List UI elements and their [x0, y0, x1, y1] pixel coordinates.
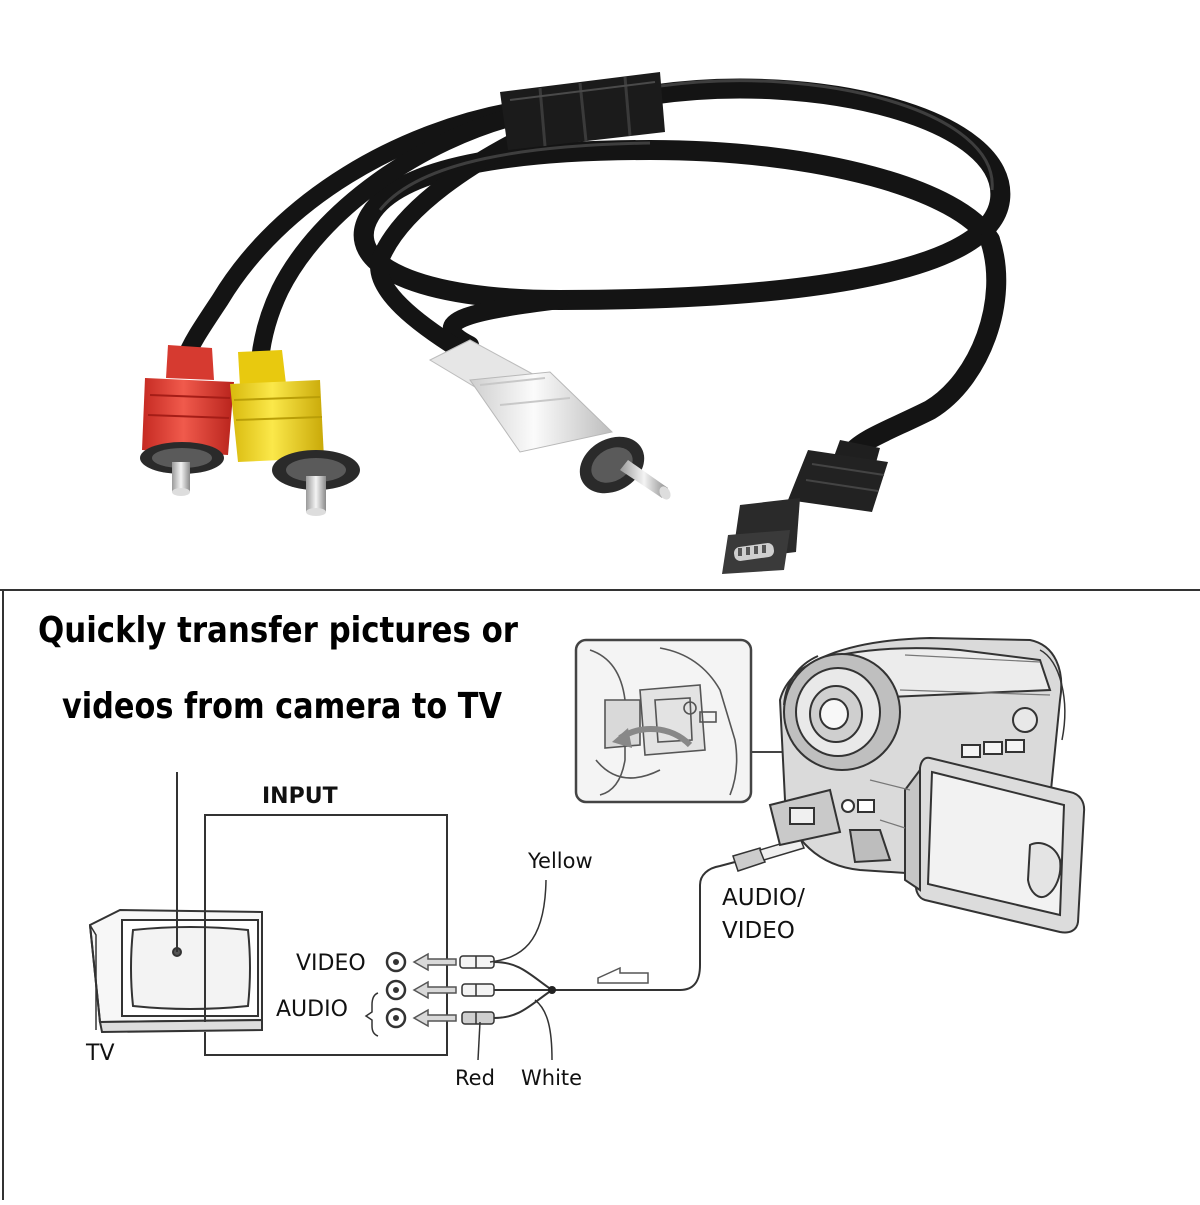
video-label: VIDEO: [296, 951, 366, 976]
red-rca-plug: [140, 345, 234, 496]
av-cable-photo: [140, 72, 1011, 574]
color-callouts: [477, 879, 553, 1061]
audio-bracket: [364, 992, 379, 1037]
white-label: White: [521, 1066, 582, 1090]
port-detail-inset: [574, 638, 753, 804]
tv-label: TV: [85, 1041, 115, 1066]
av-label-line-2: VIDEO: [722, 918, 795, 944]
yellow-label: Yellow: [527, 849, 593, 873]
diagram-cables: [493, 861, 736, 1019]
insertion-arrows: [412, 952, 457, 1028]
multi-av-plug: [722, 440, 888, 574]
tv-icon: [88, 908, 263, 1034]
av-label-line-1: AUDIO/: [722, 885, 805, 911]
yellow-rca-plug: [230, 350, 360, 516]
input-panel-frame: [204, 814, 448, 1056]
audio-right-input-jack: [385, 1007, 407, 1029]
connection-diagram: Quickly transfer pictures or videos from…: [0, 589, 1200, 1200]
diagram-rca-plugs: [459, 955, 495, 1025]
headline-line-2: videos from camera to TV: [62, 686, 502, 727]
audio-label: AUDIO: [276, 997, 348, 1022]
input-label: INPUT: [262, 784, 338, 809]
audio-left-input-jack: [385, 979, 407, 1001]
red-label: Red: [455, 1066, 495, 1090]
headline-line-1: Quickly transfer pictures or: [38, 610, 518, 651]
cable-splitter: [500, 72, 665, 150]
white-rca-plug: [428, 339, 671, 500]
direction-arrow-icon: [597, 966, 649, 984]
video-input-jack: [385, 951, 407, 973]
camcorder-icon: [768, 636, 1086, 934]
cable-junction: [548, 986, 556, 994]
